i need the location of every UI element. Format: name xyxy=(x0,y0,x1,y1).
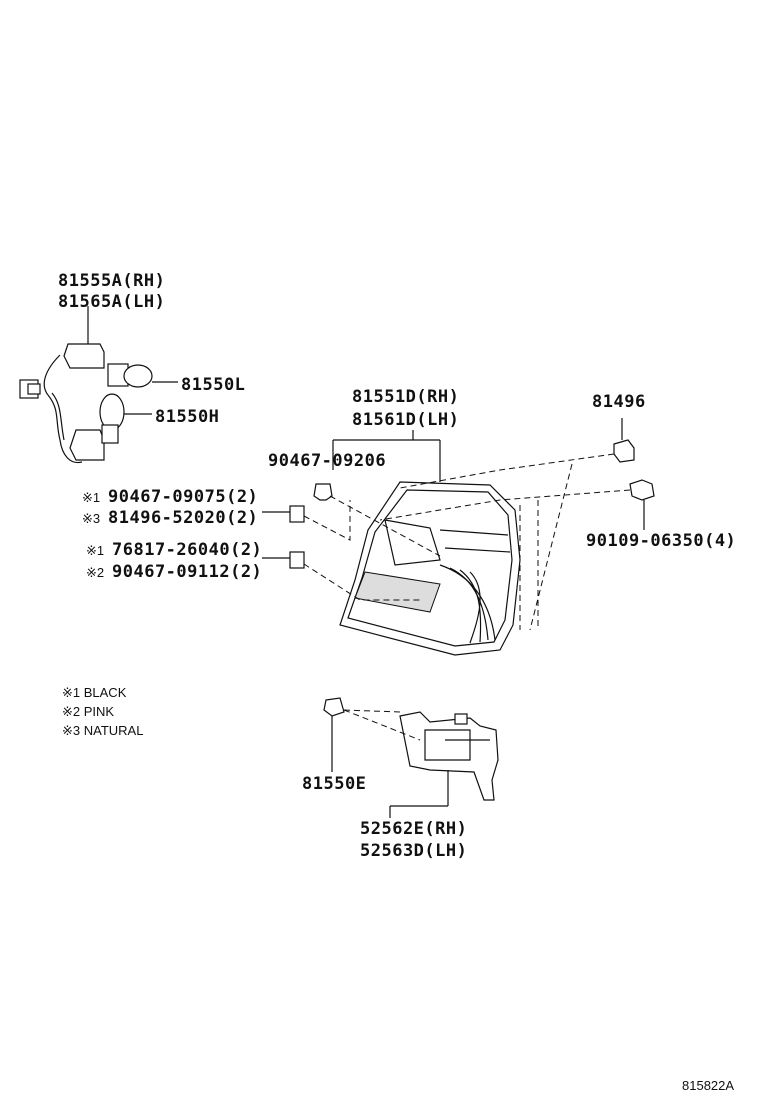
label-81561d: 81561D(LH) xyxy=(352,410,459,430)
label-81550l: 81550L xyxy=(181,375,245,395)
label-81550e: 81550E xyxy=(302,774,366,794)
label-52563d: 52563D(LH) xyxy=(360,841,467,861)
clip-81496 xyxy=(613,418,635,463)
label-81555a: 81555A(RH) xyxy=(58,271,165,291)
mark-1b: ※1 xyxy=(86,543,104,558)
legend-item: ※2 PINK xyxy=(62,704,114,719)
mark-1a: ※1 xyxy=(82,490,100,505)
label-52562e: 52562E(RH) xyxy=(360,819,467,839)
label-81565a: 81565A(LH) xyxy=(58,292,165,312)
legend-item: ※1 BLACK xyxy=(62,685,127,700)
label-90467-09206: 90467-09206 xyxy=(268,451,386,471)
label-90109-06350: 90109-06350(4) xyxy=(586,531,736,551)
clip-lower xyxy=(262,551,305,569)
label-81496: 81496 xyxy=(592,392,646,412)
label-90467-09075: 90467-09075(2) xyxy=(108,487,258,507)
label-81550h: 81550H xyxy=(155,407,219,427)
bulb-81550h xyxy=(99,393,152,444)
bracket-assembly xyxy=(323,697,499,818)
tail-lamp-assembly xyxy=(332,430,521,656)
bolt-90109-06350 xyxy=(629,479,655,530)
mark-3: ※3 xyxy=(82,511,100,526)
legend-item: ※3 NATURAL xyxy=(62,723,143,738)
bulb-81550l xyxy=(107,363,178,388)
label-81496-52020: 81496-52020(2) xyxy=(108,508,258,528)
assembly-guides xyxy=(303,453,631,631)
label-90467-09112: 90467-09112(2) xyxy=(112,562,262,582)
mark-2: ※2 xyxy=(86,565,104,580)
socket-wire-assembly xyxy=(19,306,105,464)
diagram-id: 815822A xyxy=(682,1078,734,1093)
label-81551d: 81551D(RH) xyxy=(352,387,459,407)
screw-90467-09206 xyxy=(313,483,333,501)
label-76817-26040: 76817-26040(2) xyxy=(112,540,262,560)
clip-upper xyxy=(262,505,305,523)
